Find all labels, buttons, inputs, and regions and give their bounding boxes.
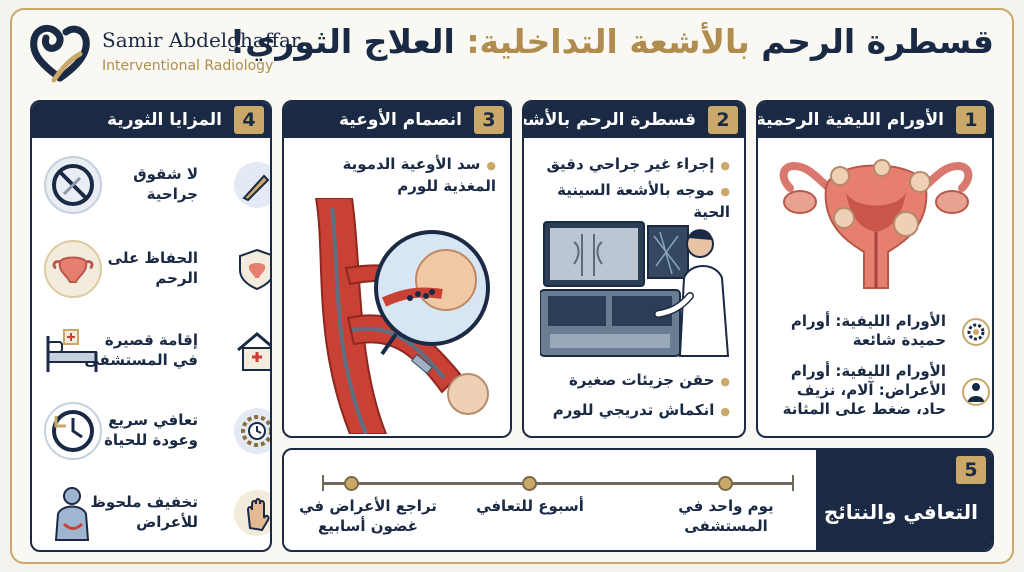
panel-title: قسطرة الرحم بالأشعة [522,110,696,130]
fibroid-symptoms: الأورام الليفية: أورام الأعراض: آلام، نز… [782,362,946,418]
timeline-dot [718,476,733,491]
uterus-shield-icon [234,246,270,292]
brand-subtitle: Interventional Radiology [102,58,274,74]
hand-relief-icon [234,490,270,536]
timeline-step: يوم واحد في المستشفى [678,497,774,535]
heart-logo-icon [30,24,90,83]
panel-header: 1 الأورام الليفية الرحمية [758,102,992,138]
panel-number: 1 [956,106,986,134]
bullet-vessel-blocking: سد الأوعية الدموية المغذية للورم [286,154,496,196]
brand-logo: Samir Abdelghaffar Interventional Radiol… [28,22,301,86]
no-scalpel-icon [44,156,102,214]
brand-name: Samir Abdelghaffar [102,28,301,52]
person-icon [962,378,990,406]
panel-number: 4 [234,106,264,134]
gear-icon [962,318,990,346]
panel-number: 5 [956,456,986,484]
title-part1: قسطرة الرحم [761,22,994,61]
panel-title: المزايا الثورية [107,110,222,130]
benefit-item: إقامة قصيرة في المستشفى [40,320,270,384]
bullet-noninvasive: إجراء غير جراحي دقيق [546,154,730,176]
panel-header: 2 قسطرة الرحم بالأشعة [524,102,744,138]
clock-recovery-icon [44,402,102,460]
benefit-label: تعافي سريع وعودة للحياة [104,411,198,449]
benefit-label: الحفاظ على الرحم [107,249,198,287]
benefit-item: تخفيف ملحوظ للأعراض [40,482,270,546]
gear-clock-icon [234,408,270,454]
timeline-dot [344,476,359,491]
panel-header: 5 التعافي والنتائج [816,450,992,550]
uterus-icon [44,240,102,298]
artery-embolization-illustration [314,198,490,434]
timeline-step: أسبوع للتعافي [476,497,584,515]
benefit-label: تخفيف ملحوظ للأعراض [90,493,198,531]
patient-relief-icon [44,484,102,542]
title-part2: بالأشعة التداخلية: [466,22,750,61]
panel-header: 4 المزايا الثورية [32,102,270,138]
timeline-dot [522,476,537,491]
hospital-building-icon [234,328,270,374]
panel-fibroids: 1 الأورام الليفية الرحمية الأورام الليفي… [756,100,994,438]
scalpel-icon [234,162,270,208]
panel-title: التعافي والنتائج [823,500,978,524]
panel-benefits: 4 المزايا الثورية لا شقوق جراحية الحفاظ … [30,100,272,552]
panel-title: الأورام الليفية الرحمية [756,110,944,130]
panel-number: 3 [474,106,504,134]
panel-number: 2 [708,106,738,134]
panel-catheterization: 2 قسطرة الرحم بالأشعة إجراء غير جراحي دق… [522,100,746,438]
panel-recovery: 5 التعافي والنتائج يوم واحد في المستشفى … [282,448,994,552]
bullet-xray-guided: موجه بالأشعة السينية الحية [524,180,730,222]
panel-title: انصمام الأوعية [338,110,462,130]
panel-header: 3 انصمام الأوعية [284,102,510,138]
benefit-label: لا شقوق جراحية [133,165,198,203]
bullet-particle-injection: حقن جزيئات صغيرة [569,370,730,392]
benefit-item: لا شقوق جراحية [40,154,270,218]
timeline-end-left [322,475,336,491]
timeline-step: تراجع الأعراض في غضون أسابيع [299,497,437,535]
benefit-label: إقامة قصيرة في المستشفى [84,331,198,369]
hospital-bed-icon [44,322,102,380]
benefit-item: تعافي سريع وعودة للحياة [40,400,270,464]
timeline-line [324,482,794,485]
timeline-end-right [792,475,806,491]
uterus-with-fibroids-illustration [779,159,973,289]
bullet-tumor-shrinkage: انكماش تدريجي للورم [553,400,730,422]
page-title: قسطرة الرحم بالأشعة التداخلية: العلاج ال… [230,22,994,61]
panel-embolization: 3 انصمام الأوعية سد الأوعية الدموية المغ… [282,100,512,438]
radiologist-at-workstation-illustration [540,221,730,357]
fibroid-description: الأورام الليفية: أورام حميدة شائعة [790,312,946,349]
benefit-item: الحفاظ على الرحم [40,238,270,302]
title-part3: العلاج الثوري! [230,22,455,61]
